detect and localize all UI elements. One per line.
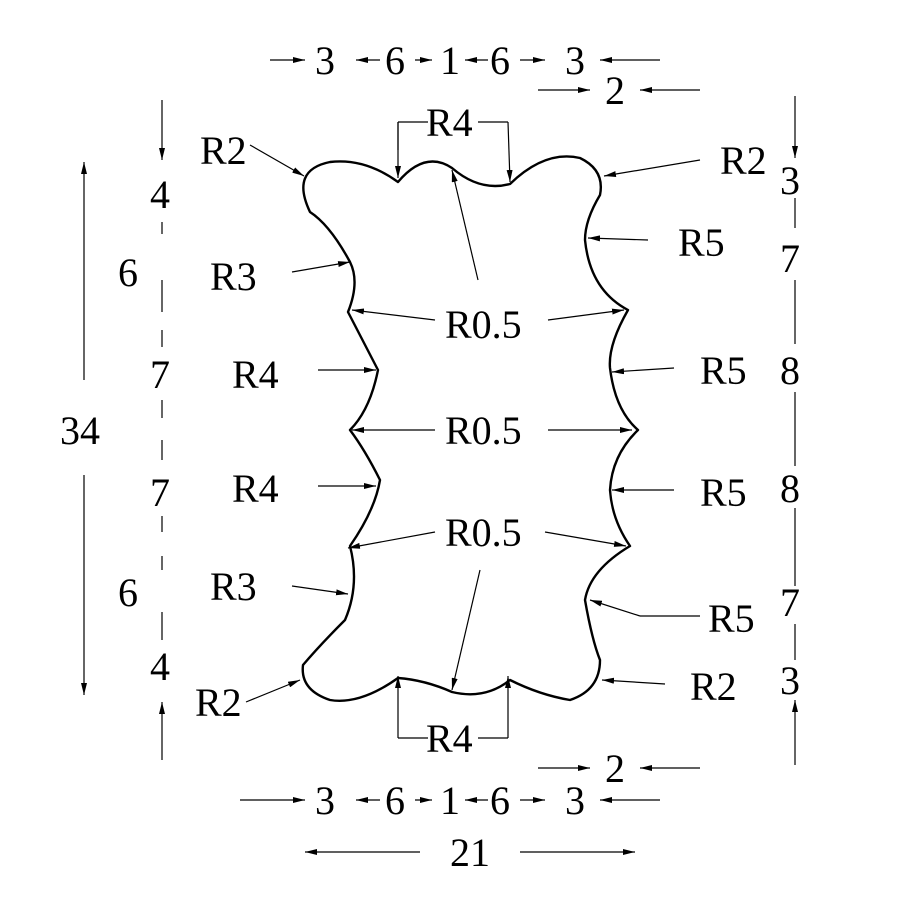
- radius-top-right-corner: R2: [720, 138, 767, 183]
- right-dim-3: 8: [780, 348, 800, 393]
- bottom-dim-1: 3: [315, 778, 335, 823]
- overall-height-dimension: 34: [60, 162, 100, 695]
- radius-right-r5-1: R5: [678, 220, 725, 265]
- radius-left-upper-r3: R3: [210, 254, 257, 299]
- bottom-offset-dim: 2: [605, 746, 625, 791]
- top-dim-4: 6: [490, 38, 510, 83]
- radius-right-r5-4: R5: [708, 596, 755, 641]
- left-dimension-chain: 4 6 7 7 6 4: [118, 100, 170, 760]
- radius-top-scallops: R4: [426, 100, 473, 145]
- right-dimension-chain: 3 7 8 8 7 3: [780, 96, 800, 765]
- radius-bottom-right-corner: R2: [690, 664, 737, 709]
- bottom-dimension-chain: 2 3 6 1 6 3: [240, 746, 700, 823]
- overall-height-label: 34: [60, 408, 100, 453]
- radius-cusp-upper: R0.5: [445, 302, 522, 347]
- top-dim-1: 3: [315, 38, 335, 83]
- overall-width-label: 21: [450, 830, 490, 875]
- right-dim-2: 7: [780, 236, 800, 281]
- bottom-dim-5: 3: [565, 778, 585, 823]
- left-dim-4: 7: [150, 470, 170, 515]
- radius-left-lower-r3: R3: [210, 564, 257, 609]
- right-dim-6: 3: [780, 658, 800, 703]
- radius-left-lower-r4: R4: [232, 466, 279, 511]
- left-dim-2: 6: [118, 250, 138, 295]
- bottom-dim-2: 6: [385, 778, 405, 823]
- radius-bottom-scallops: R4: [426, 716, 473, 761]
- radius-right-r5-3: R5: [700, 470, 747, 515]
- radius-bottom-left-corner: R2: [195, 680, 242, 725]
- radius-right-r5-2: R5: [700, 348, 747, 393]
- right-dim-5: 7: [780, 580, 800, 625]
- radius-top-left-corner: R2: [200, 128, 247, 173]
- radius-cusp-middle: R0.5: [445, 408, 522, 453]
- left-dim-5: 6: [118, 570, 138, 615]
- top-dim-3: 1: [440, 38, 460, 83]
- left-dim-1: 4: [150, 172, 170, 217]
- right-dim-1: 3: [780, 158, 800, 203]
- overall-width-dimension: 21: [305, 830, 635, 875]
- radius-cusp-lower: R0.5: [445, 510, 522, 555]
- top-dimension-chain: 3 6 1 6 3 2: [270, 38, 700, 113]
- top-dim-2: 6: [385, 38, 405, 83]
- radius-left-upper-r4: R4: [232, 352, 279, 397]
- bottom-dim-3: 1: [440, 778, 460, 823]
- radius-callouts: R2 R2 R2 R2 R4 R4 R3 R3 R4 R4 R5: [195, 100, 767, 761]
- bottom-dim-4: 6: [490, 778, 510, 823]
- left-dim-3: 7: [150, 352, 170, 397]
- part-outline: [301, 155, 640, 702]
- right-dim-4: 8: [780, 466, 800, 511]
- top-dim-5: 3: [565, 38, 585, 83]
- top-offset-dim: 2: [605, 68, 625, 113]
- left-dim-6: 4: [150, 644, 170, 689]
